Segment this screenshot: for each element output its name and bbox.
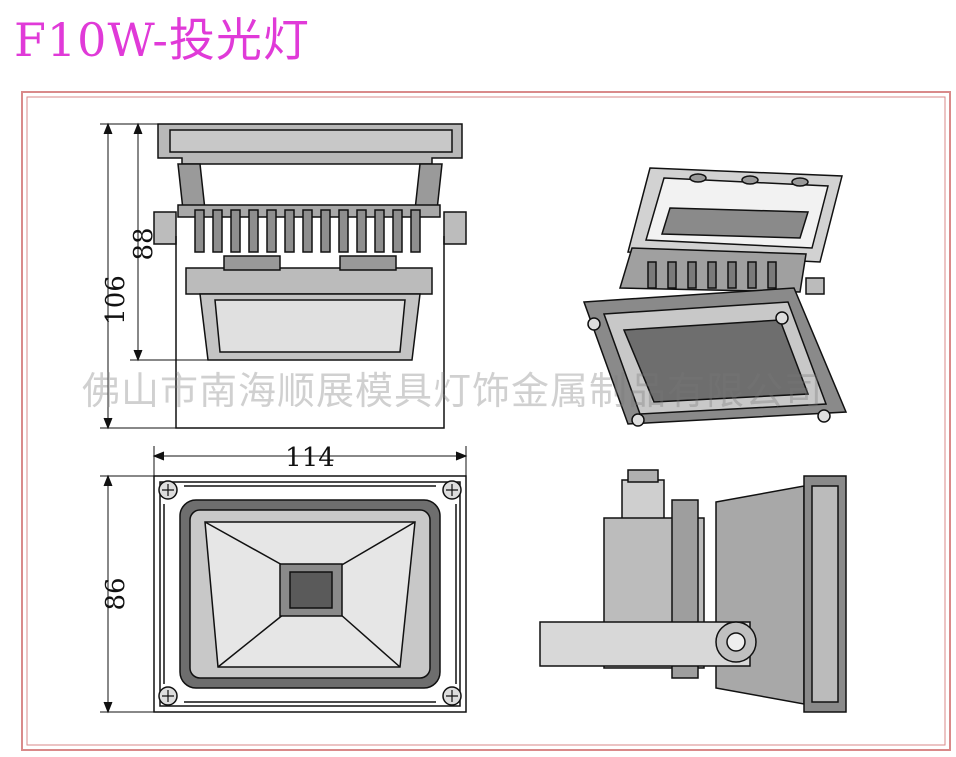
dim-height-body: 88	[129, 227, 159, 260]
isometric-view	[582, 167, 848, 427]
dim-height-total: 106	[101, 275, 131, 325]
screw-crosses	[162, 484, 458, 702]
drawing-frame-inner	[26, 96, 946, 746]
watermark: 佛山市南海顺展模具灯饰金属制品有限公司	[82, 369, 824, 413]
page-title: F10W-投光灯	[14, 13, 310, 67]
side-view	[539, 469, 847, 713]
iso-fins	[647, 261, 777, 289]
front-view	[153, 123, 467, 429]
dim-lines-face	[100, 446, 468, 714]
dim-width: 114	[285, 443, 335, 473]
face-view	[153, 475, 467, 713]
dim-depth: 86	[101, 577, 131, 610]
dim-lines-front	[100, 122, 208, 430]
drawing-frame-outer	[21, 91, 951, 751]
heatsink-fins	[194, 209, 421, 253]
